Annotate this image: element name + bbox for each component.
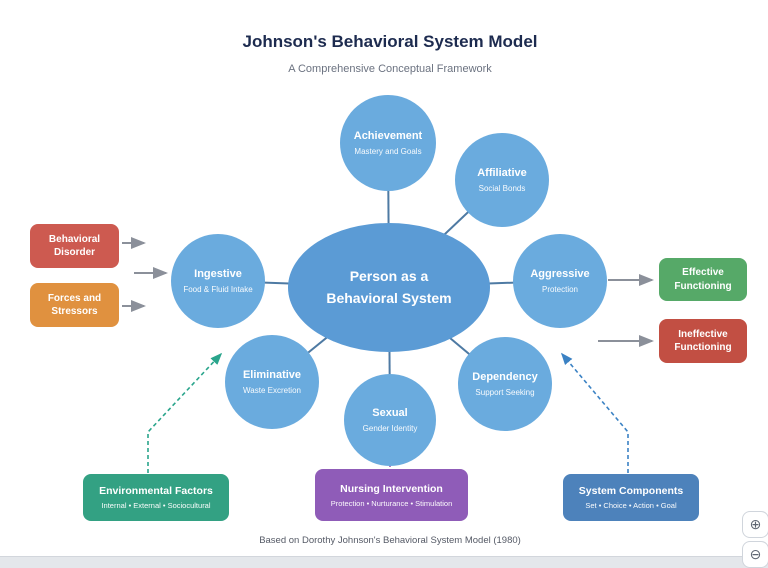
factor-title: Nursing Intervention: [340, 482, 443, 495]
input-box-behavioral-disorder: Behavioral Disorder: [30, 224, 119, 268]
subsystem-subtitle: Protection: [541, 285, 579, 294]
subsystem-subtitle: Food & Fluid Intake: [183, 285, 253, 294]
subsystem-title: Aggressive: [530, 268, 590, 280]
outcome-box-label: Effective Functioning: [674, 267, 732, 292]
subsystem-title: Eliminative: [242, 369, 302, 381]
subsystem-subtitle: Mastery and Goals: [354, 147, 422, 156]
subsystem-title: Sexual: [372, 407, 408, 419]
zoom-out-button[interactable]: ⊖: [742, 541, 768, 568]
outcome-box-ineffective: Ineffective Functioning: [659, 319, 747, 363]
zoom-in-button[interactable]: ⊕: [742, 511, 768, 538]
subsystem-affiliative: Affiliative Social Bonds: [455, 133, 549, 227]
subsystem-aggressive: Aggressive Protection: [513, 234, 607, 328]
factor-title: System Components: [578, 485, 684, 497]
subsystem-subtitle: Gender Identity: [362, 424, 418, 433]
subsystem-eliminative: Eliminative Waste Excretion: [225, 335, 319, 429]
subsystem-title: Ingestive: [194, 268, 242, 280]
subsystem-subtitle: Waste Excretion: [243, 386, 301, 395]
dashed-arrow-system: [560, 352, 629, 473]
subsystem-sexual: Sexual Gender Identity: [344, 374, 436, 466]
input-box-label: Behavioral Disorder: [48, 233, 101, 259]
outcome-box-effective: Effective Functioning: [659, 258, 747, 301]
dashed-arrow-environmental: [147, 352, 223, 473]
diagram-caption: Based on Dorothy Johnson's Behavioral Sy…: [259, 535, 521, 546]
factor-box-environmental: Environmental Factors Internal • Externa…: [83, 474, 229, 521]
subsystem-dependency: Dependency Support Seeking: [458, 337, 552, 431]
center-node-line2: Behavioral System: [326, 289, 452, 306]
subsystem-subtitle: Social Bonds: [478, 184, 526, 193]
factor-box-nursing: Nursing Intervention Protection • Nurtur…: [315, 469, 468, 521]
flow-arrows: [122, 237, 654, 347]
zoom-in-icon: ⊕: [749, 516, 762, 532]
input-box-label: Forces and Stressors: [47, 292, 102, 318]
factor-subtitle: Internal • External • Sociocultural: [101, 501, 211, 510]
factor-box-system-components: System Components Set • Choice • Action …: [563, 474, 699, 521]
center-node-person: Person as a Behavioral System: [288, 223, 490, 352]
page-subtitle: A Comprehensive Conceptual Framework: [288, 63, 492, 75]
center-node-line1: Person as a: [349, 267, 429, 284]
subsystem-title: Achievement: [353, 130, 423, 142]
factor-subtitle: Protection • Nurturance • Stimulation: [330, 498, 453, 508]
window-bottom-edge: [0, 556, 768, 568]
zoom-out-icon: ⊖: [749, 546, 762, 562]
subsystem-subtitle: Support Seeking: [475, 388, 535, 397]
page-title: Johnson's Behavioral System Model: [242, 32, 538, 51]
subsystem-achievement: Achievement Mastery and Goals: [340, 95, 436, 191]
input-box-forces-stressors: Forces and Stressors: [30, 283, 119, 327]
factor-title: Environmental Factors: [99, 485, 213, 497]
outcome-box-label: Ineffective Functioning: [674, 328, 732, 354]
subsystem-ingestive: Ingestive Food & Fluid Intake: [171, 234, 265, 328]
subsystem-title: Dependency: [472, 371, 538, 383]
factor-subtitle: Set • Choice • Action • Goal: [585, 501, 677, 510]
subsystem-title: Affiliative: [477, 167, 527, 179]
